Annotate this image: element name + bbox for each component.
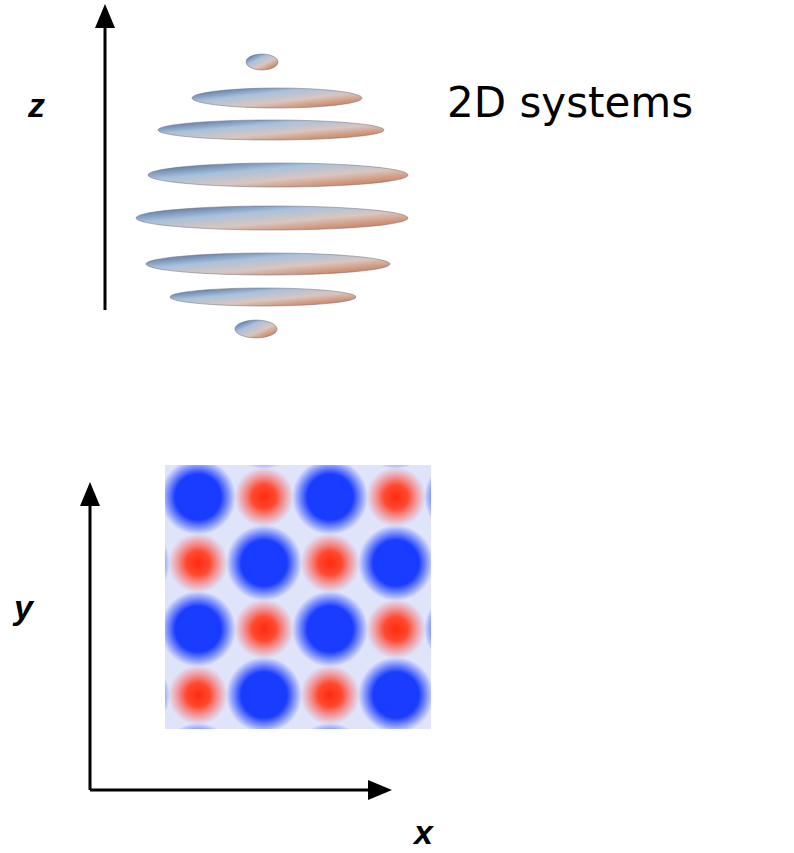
heading-label: 2D systems bbox=[447, 82, 693, 124]
axis-label: y bbox=[14, 590, 33, 624]
axis-label: x bbox=[414, 815, 433, 849]
axis-label: z bbox=[28, 88, 45, 122]
